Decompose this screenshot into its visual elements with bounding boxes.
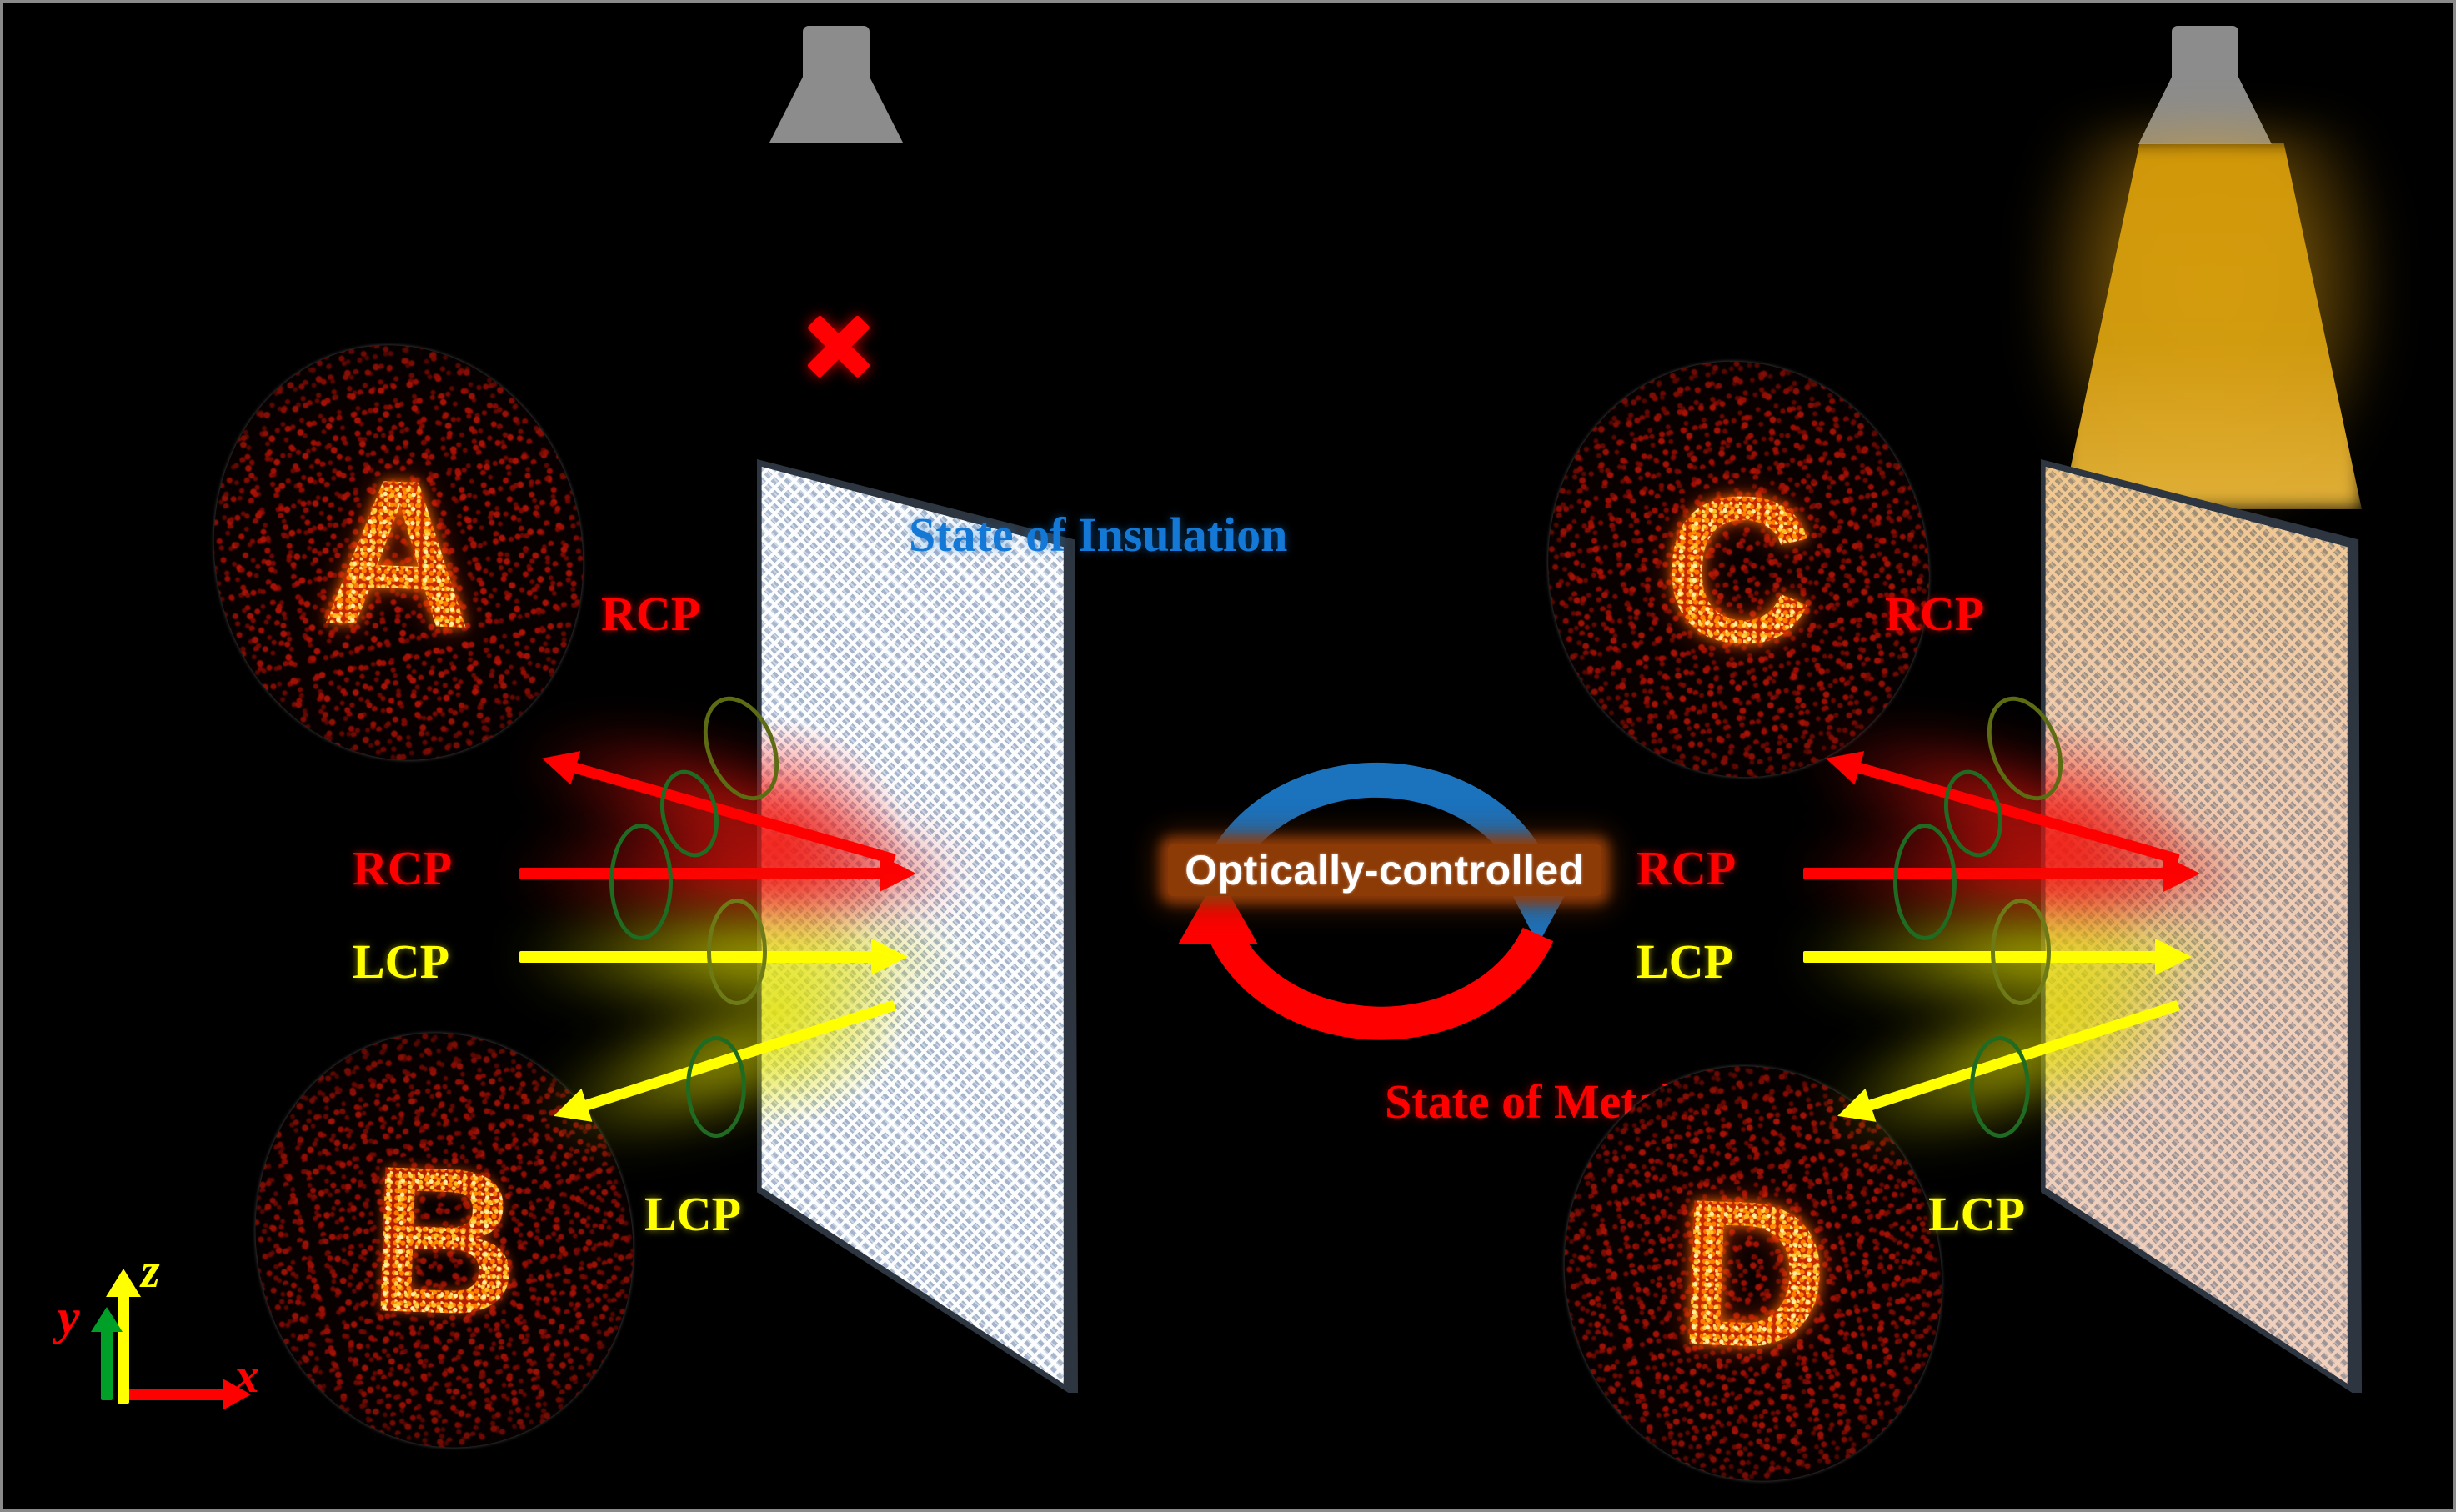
left-rcp-incoming-label: RCP [353, 841, 453, 895]
left-lcp-incoming-label: LCP [353, 934, 449, 989]
right-spin-ellipse-5 [1970, 1036, 2030, 1138]
cycle-arc-top [1195, 762, 1556, 899]
right-spin-ellipse-3 [1893, 824, 1957, 940]
left-spin-ellipse-3 [609, 824, 673, 940]
left-metasurface-panel [757, 459, 1078, 1393]
left-spin-ellipse-5 [686, 1036, 746, 1138]
right-spin-ellipse-4 [1991, 899, 2051, 1005]
left-lcp-outgoing-label: LCP [644, 1187, 741, 1241]
axis-y-label: y [58, 1289, 80, 1344]
left-state-title: State of Insulation [909, 508, 1288, 562]
right-lamp-icon [2138, 26, 2272, 144]
pump-off-cross-icon [803, 311, 875, 383]
left-spin-ellipse-4 [707, 899, 767, 1005]
right-lcp-outgoing-label: LCP [1928, 1187, 2025, 1241]
left-rcp-outgoing-label: RCP [601, 587, 701, 641]
coordinate-axes: x y z [53, 1244, 286, 1449]
left-lamp-icon [769, 26, 903, 143]
cycle-arc-bottom [1205, 919, 1554, 1040]
axis-x-label: x [234, 1348, 259, 1403]
axis-z-label: z [141, 1244, 160, 1298]
right-rcp-outgoing-label: RCP [1885, 587, 1985, 641]
left-speckle-image-a: A [175, 310, 622, 795]
optically-controlled-label: Optically-controlled [1168, 844, 1601, 896]
cycle-arrow-head-bottom [1178, 874, 1258, 944]
right-rcp-incoming-label: RCP [1636, 841, 1737, 895]
right-lcp-incoming-label: LCP [1636, 934, 1733, 989]
